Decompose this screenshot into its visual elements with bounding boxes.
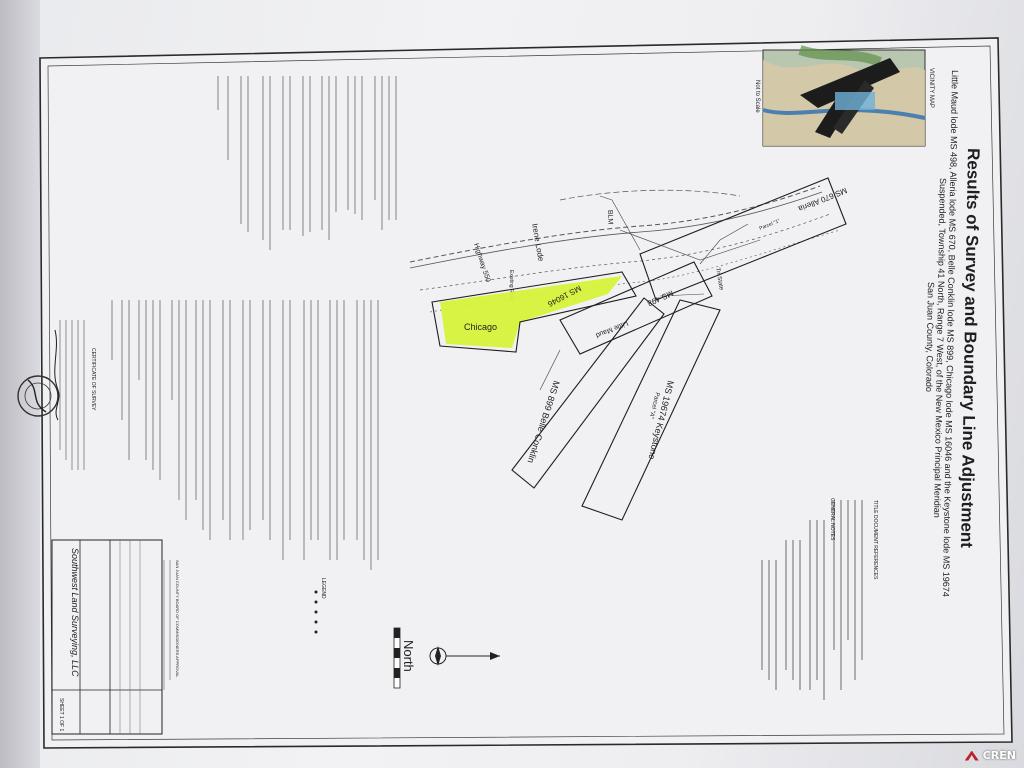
watermark-mountain-icon — [964, 750, 979, 761]
claim-ms899-belle-conklin — [511, 297, 665, 489]
legend-symbols — [314, 590, 318, 634]
claim-ms19674-keystone — [581, 299, 721, 521]
claim-chicago — [431, 271, 637, 353]
general-notes-block — [761, 500, 863, 700]
vicinity-map-label: VICINITY MAP — [928, 68, 934, 108]
vicinity-scale-label: Not to Scale — [754, 80, 760, 113]
general-notes-heading: GENERAL NOTES — [829, 498, 835, 541]
north-label: North — [401, 640, 416, 672]
watermark-logo: CREN — [964, 749, 1016, 762]
claim-ms670-alleria — [639, 177, 847, 301]
certificate-text — [59, 320, 85, 470]
claim-chicago-label: Chicago — [464, 322, 497, 332]
company-name: Southwest Land Surveying, LLC — [70, 548, 80, 677]
existing-road-label: Existing Road — [508, 270, 514, 301]
claim-ms498-little-maud — [559, 261, 713, 355]
title-references-heading: TITLE DOCUMENT REFERENCES — [872, 500, 878, 580]
vicinity-map: VICINITY MAP Not to Scale — [754, 45, 934, 147]
survey-tie-lines — [539, 195, 761, 391]
sheet-inner-border — [47, 45, 1005, 741]
legal-description-block-top — [217, 76, 397, 250]
certificate-heading: CERTIFICATE OF SURVEY — [90, 348, 96, 411]
plat-subtitle-line3: San Juan County, Colorado — [924, 282, 936, 392]
surveyor-seal — [17, 375, 59, 417]
board-approval-lines — [163, 560, 171, 690]
north-arrow — [429, 646, 500, 666]
legal-description-block-bottom — [111, 300, 379, 570]
legend-heading: LEGEND — [320, 578, 326, 599]
sheet-number: SHEET 1 OF 1 — [58, 698, 64, 731]
board-approval-heading: SAN JUAN COUNTY BOARD OF COMMISSIONERS A… — [175, 560, 180, 678]
watermark-text: CREN — [982, 749, 1016, 762]
surveyor-signature — [54, 329, 60, 421]
scale-bar — [393, 627, 401, 689]
tri-state-label: Tri-State — [714, 267, 724, 291]
claim-chicago-highlight — [440, 276, 622, 348]
title-block — [51, 539, 163, 735]
blm-label: BLM — [606, 210, 614, 225]
